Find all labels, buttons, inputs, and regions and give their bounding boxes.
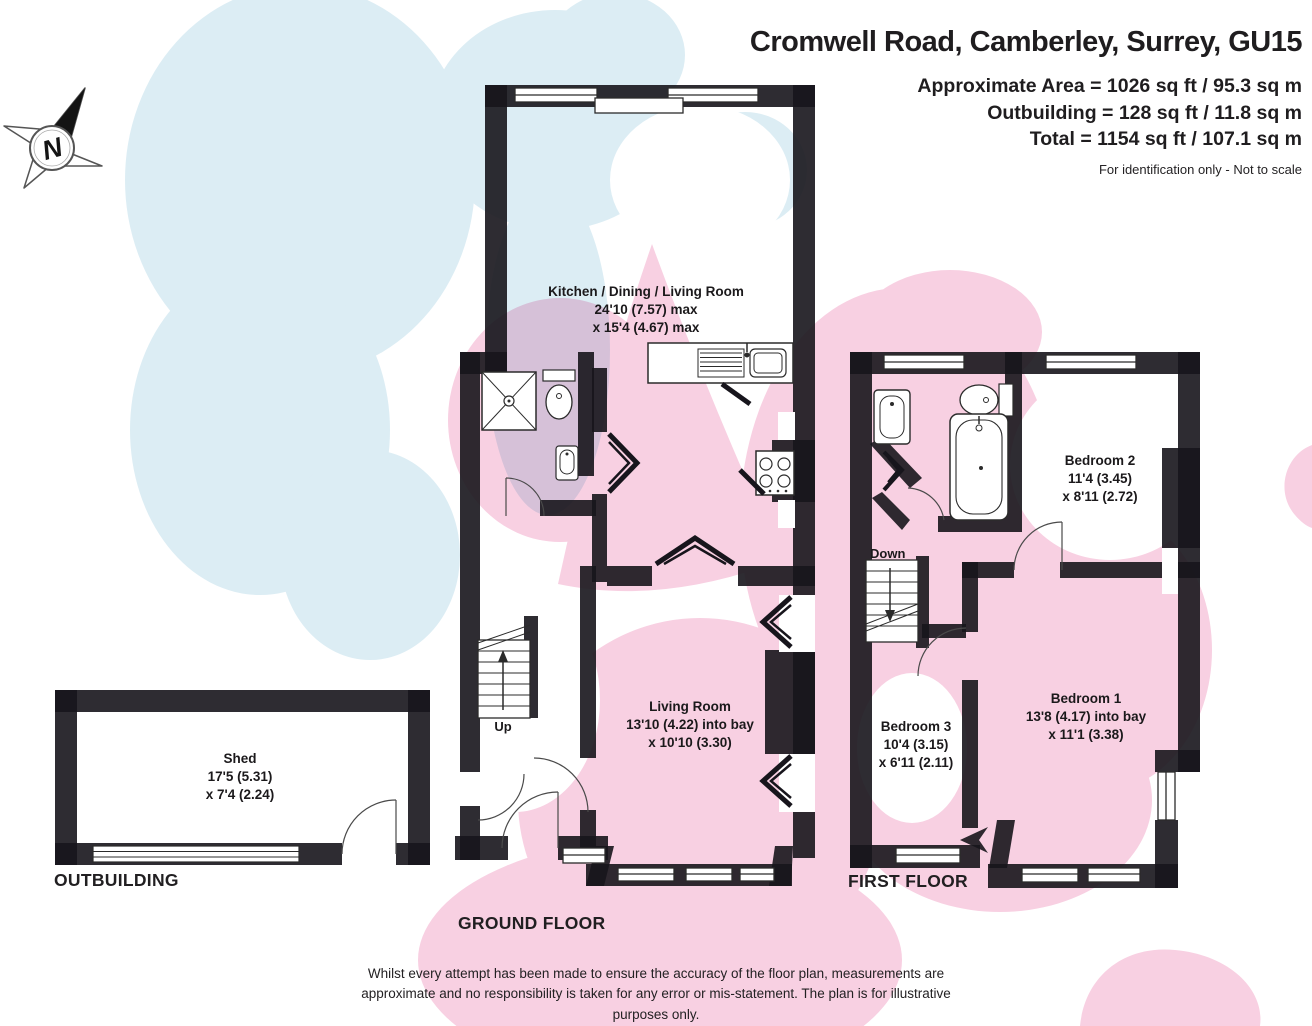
ground-windows [458,87,815,882]
first-floor-plan [850,352,1200,888]
scale-note: For identification only - Not to scale [1098,161,1302,177]
header: Cromwell Road, Camberley, Surrey, GU15 A… [749,26,1303,177]
first-floor-label: FIRST FLOOR [848,871,968,891]
ground-fixtures [477,342,795,849]
first-fixtures [865,383,1063,677]
first-windows [883,354,1178,883]
bedroom3-label: Bedroom 3 10'4 (3.15) x 6'11 (2.11) [878,719,954,770]
bedroom1-label: Bedroom 1 13'8 (4.17) into bay x 11'1 (3… [1025,691,1147,742]
page-title: Cromwell Road, Camberley, Surrey, GU15 [749,26,1303,58]
living-room-label: Living Room 13'10 (4.22) into bay x 10'1… [626,699,754,750]
background-blobs [125,0,1312,1026]
ground-floor-plan [455,85,815,886]
shed-label: Shed 17'5 (5.31) x 7'4 (2.24) [205,751,275,802]
kitchen-label: Kitchen / Dining / Living Room 24'10 (7.… [548,284,744,335]
outbuilding-window [92,845,300,863]
outbuilding-area-line: Outbuilding = 128 sq ft / 11.8 sq m [987,101,1302,124]
outbuilding-plan [55,690,430,865]
outbuilding-door-arc [341,799,397,855]
stairs-down-label: Down [870,546,906,561]
pink-puzzle-blob [418,244,1312,1026]
compass-north-icon: N [3,87,103,189]
total-area-line: Total = 1154 sq ft / 107.1 sq m [1029,128,1302,150]
stairs-up-label: Up [494,719,512,734]
outbuilding-label: OUTBUILDING [54,870,179,890]
disclaimer-text: Whilst every attempt has been made to en… [361,966,951,1022]
ground-floor-label: GROUND FLOOR [458,913,606,933]
approximate-area-line: Approximate Area = 1026 sq ft / 95.3 sq … [917,75,1302,97]
bedroom2-label: Bedroom 2 11'4 (3.45) x 8'11 (2.72) [1062,453,1138,504]
